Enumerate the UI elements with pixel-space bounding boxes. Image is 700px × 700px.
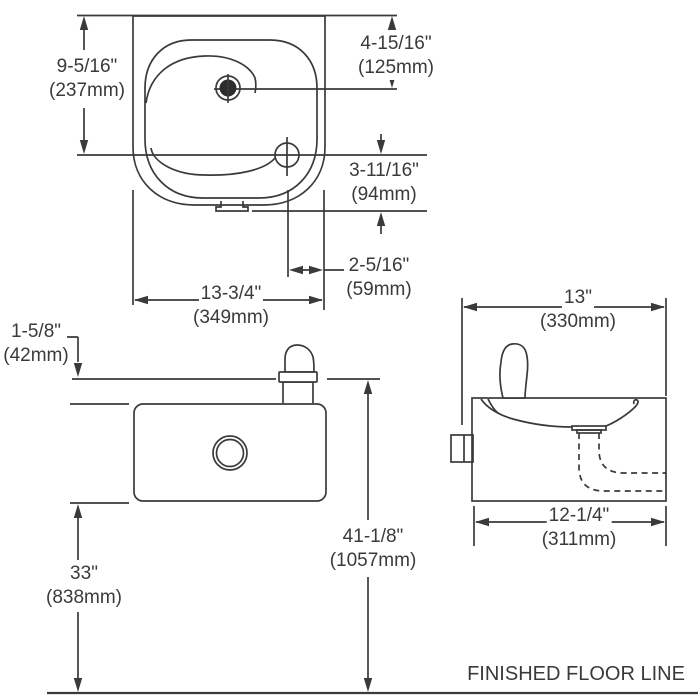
push-button-inner <box>215 438 245 468</box>
dim-front-33-lines <box>73 504 83 692</box>
dim-front-bubbler-lines <box>67 336 83 377</box>
dim-label-plan-top-to-drain: 4-15/16" (125mm) <box>355 32 437 80</box>
dim-value-mm: (59mm) <box>344 278 414 302</box>
dim-value-mm: (42mm) <box>1 344 71 368</box>
dim-label-side-depth-body: 12-1/4" (311mm) <box>539 504 619 552</box>
dim-label-plan-width: 13-3/4" (349mm) <box>190 282 272 330</box>
dim-value-inches: 13-3/4" <box>198 282 264 306</box>
dim-value-inches: 9-5/16" <box>54 55 120 79</box>
dim-value-inches: 2-5/16" <box>346 254 412 278</box>
side-body <box>471 397 667 502</box>
dim-label-plan-height: 9-5/16" (237mm) <box>46 55 128 103</box>
mounting-bracket <box>450 434 474 463</box>
dim-value-mm: (330mm) <box>537 310 619 334</box>
dim-value-mm: (237mm) <box>46 79 128 103</box>
dim-value-mm: (349mm) <box>190 306 272 330</box>
bubbler-collar-front <box>278 371 318 383</box>
dim-value-inches: 13" <box>562 286 594 310</box>
dim-plan-bubbler-offset-lines <box>289 265 344 275</box>
plan-view <box>77 14 427 310</box>
bubbler-side <box>499 342 529 399</box>
dim-label-side-depth-overall: 13" (330mm) <box>537 286 619 334</box>
dim-front-total-lines <box>363 380 373 692</box>
dim-value-mm: (94mm) <box>349 183 419 207</box>
dim-label-front-total-height: 41-1/8" (1057mm) <box>327 525 419 573</box>
bubbler-head-front <box>284 344 315 373</box>
dim-value-mm: (1057mm) <box>327 549 419 573</box>
dim-value-inches: 12-1/4" <box>546 504 612 528</box>
dim-plan-height-lines <box>79 16 89 154</box>
dim-value-inches: 3-11/16" <box>347 159 421 183</box>
side-basin-profile-left <box>480 398 573 428</box>
waste-pipe-dashed-outer <box>578 433 666 492</box>
drain-fitting-body <box>576 429 602 434</box>
push-button-tab <box>215 201 249 212</box>
dim-value-mm: (125mm) <box>355 56 437 80</box>
plan-outer-outline <box>132 15 326 206</box>
side-basin-back-curve <box>487 398 499 414</box>
bubbler-stem-front <box>282 381 314 403</box>
front-body <box>133 403 327 502</box>
side-basin-profile-right <box>605 398 639 427</box>
dim-label-front-rim-height: 33" (838mm) <box>43 562 125 610</box>
dim-value-inches: 33" <box>68 562 100 586</box>
finished-floor-line-label: FINISHED FLOOR LINE <box>467 663 685 685</box>
dim-label-front-bubbler-height: 1-5/8" (42mm) <box>1 320 71 368</box>
push-button-outer <box>212 435 248 471</box>
plan-basin-lower-curve <box>150 147 276 176</box>
dim-value-inches: 1-5/8" <box>8 320 64 344</box>
front-view <box>67 336 380 692</box>
dim-plan-bubbler-drop-lines <box>376 134 386 234</box>
dim-value-inches: 4-15/16" <box>358 32 434 56</box>
waste-pipe-dashed-inner <box>598 433 666 474</box>
plan-basin-spiral <box>145 55 257 104</box>
dim-label-plan-bubbler-offset: 2-5/16" (59mm) <box>344 254 414 302</box>
dim-value-inches: 41-1/8" <box>340 525 406 549</box>
dim-label-plan-bubbler-drop: 3-11/16" (94mm) <box>347 159 421 207</box>
dim-value-mm: (311mm) <box>539 528 619 552</box>
plan-basin-rim <box>144 39 318 199</box>
dim-value-mm: (838mm) <box>43 586 125 610</box>
